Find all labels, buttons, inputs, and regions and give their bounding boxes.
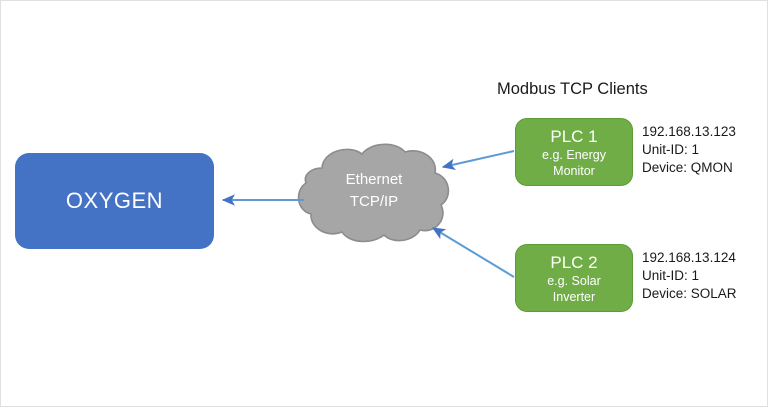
plc-1-details: 192.168.13.123 Unit-ID: 1 Device: QMON <box>642 123 736 177</box>
ethernet-cloud-shape <box>297 143 450 243</box>
plc-2-role-line2: Inverter <box>552 290 596 304</box>
modbus-clients-heading: Modbus TCP Clients <box>497 80 648 98</box>
oxygen-server-node: OXYGEN <box>15 153 214 249</box>
plc-2-ip: 192.168.13.124 <box>642 250 736 265</box>
plc-2-role-line1: e.g. Solar <box>547 274 601 288</box>
plc-2-device: Device: SOLAR <box>642 286 737 301</box>
plc-2-unit-id: Unit-ID: 1 <box>642 268 700 283</box>
oxygen-label: OXYGEN <box>65 188 164 213</box>
plc-1-device: Device: QMON <box>642 160 733 175</box>
plc-1-unit-id: Unit-ID: 1 <box>642 142 700 157</box>
plc-1-role-line2: Monitor <box>553 164 595 178</box>
plc-2-node: PLC 2 e.g. Solar Inverter <box>515 244 633 312</box>
plc-1-node: PLC 1 e.g. Energy Monitor <box>515 118 633 186</box>
connector-plc2-to-cloud <box>431 227 515 278</box>
plc-1-ip: 192.168.13.123 <box>642 124 736 139</box>
plc-2-details: 192.168.13.124 Unit-ID: 1 Device: SOLAR <box>642 249 737 303</box>
plc-1-role-line1: e.g. Energy <box>542 148 606 162</box>
plc-1-title: PLC 1 <box>550 127 598 146</box>
connector-plc1-to-cloud <box>441 150 515 171</box>
plc-2-title: PLC 2 <box>550 253 598 272</box>
